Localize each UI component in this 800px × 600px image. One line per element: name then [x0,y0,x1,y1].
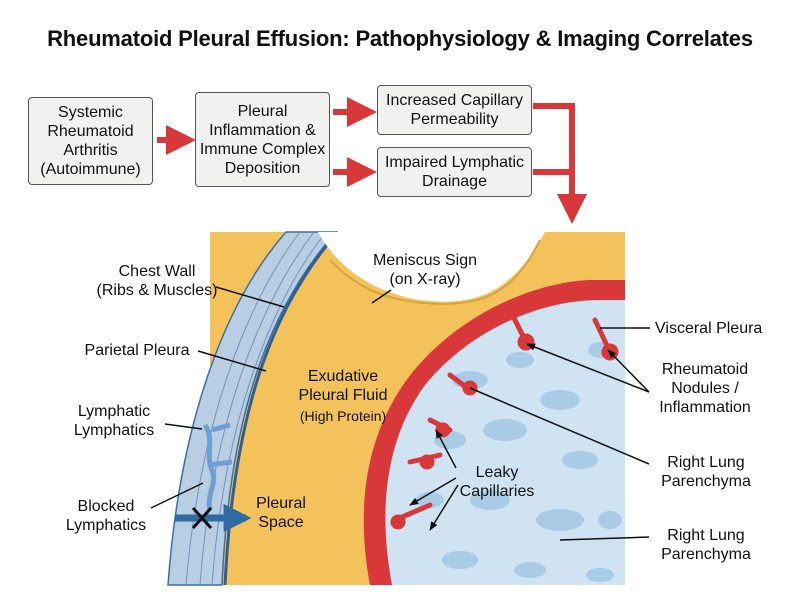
label-pleural-space: Pleural Space [256,495,306,531]
arrow-to-diagram [533,103,587,224]
lymphatic-vessels [202,422,233,511]
label-lung-parenchyma-2: Right Lung Parenchyma [661,527,751,563]
label-exudative-fluid: Exudative Pleural Fluid [298,368,388,404]
label-visceral-pleura: Visceral Pleura [655,320,763,337]
label-lung-parenchyma-1: Right Lung Parenchyma [661,454,751,490]
flow-box-pleural-inflammation: Pleural Inflammation & Immune Complex De… [195,92,330,187]
meniscus-air [318,232,545,302]
flow-box-capillary-permeability: Increased Capillary Permeability [377,85,532,135]
label-meniscus-sign: Meniscus Sign (on X-ray) [372,252,478,288]
label-lymphatic: Lymphatic Lymphatics [73,403,155,439]
label-rheumatoid-nodules: Rheumatoid Nodules / Inflammation [659,361,751,416]
blocked-x-icon [191,506,213,530]
flow-box-lymphatic-drainage: Impaired Lymphatic Drainage [377,147,532,197]
flow-box-systemic-ra: Systemic Rheumatoid Arthritis (Autoimmun… [28,97,153,185]
label-parietal-pleura: Parietal Pleura [84,342,190,359]
label-leaky-capillaries: Leaky Capillaries [459,464,535,500]
label-blocked-lymphatics: Blocked Lymphatics [65,498,147,534]
label-exudative-sub: (High Protein) [299,408,387,424]
leader-lines [150,286,650,541]
diagram-title: Rheumatoid Pleural Effusion: Pathophysio… [47,26,753,51]
meniscus-curve [329,239,541,306]
label-chest-wall: Chest Wall (Ribs & Muscles) [96,263,218,299]
flow-arrows [157,97,587,224]
